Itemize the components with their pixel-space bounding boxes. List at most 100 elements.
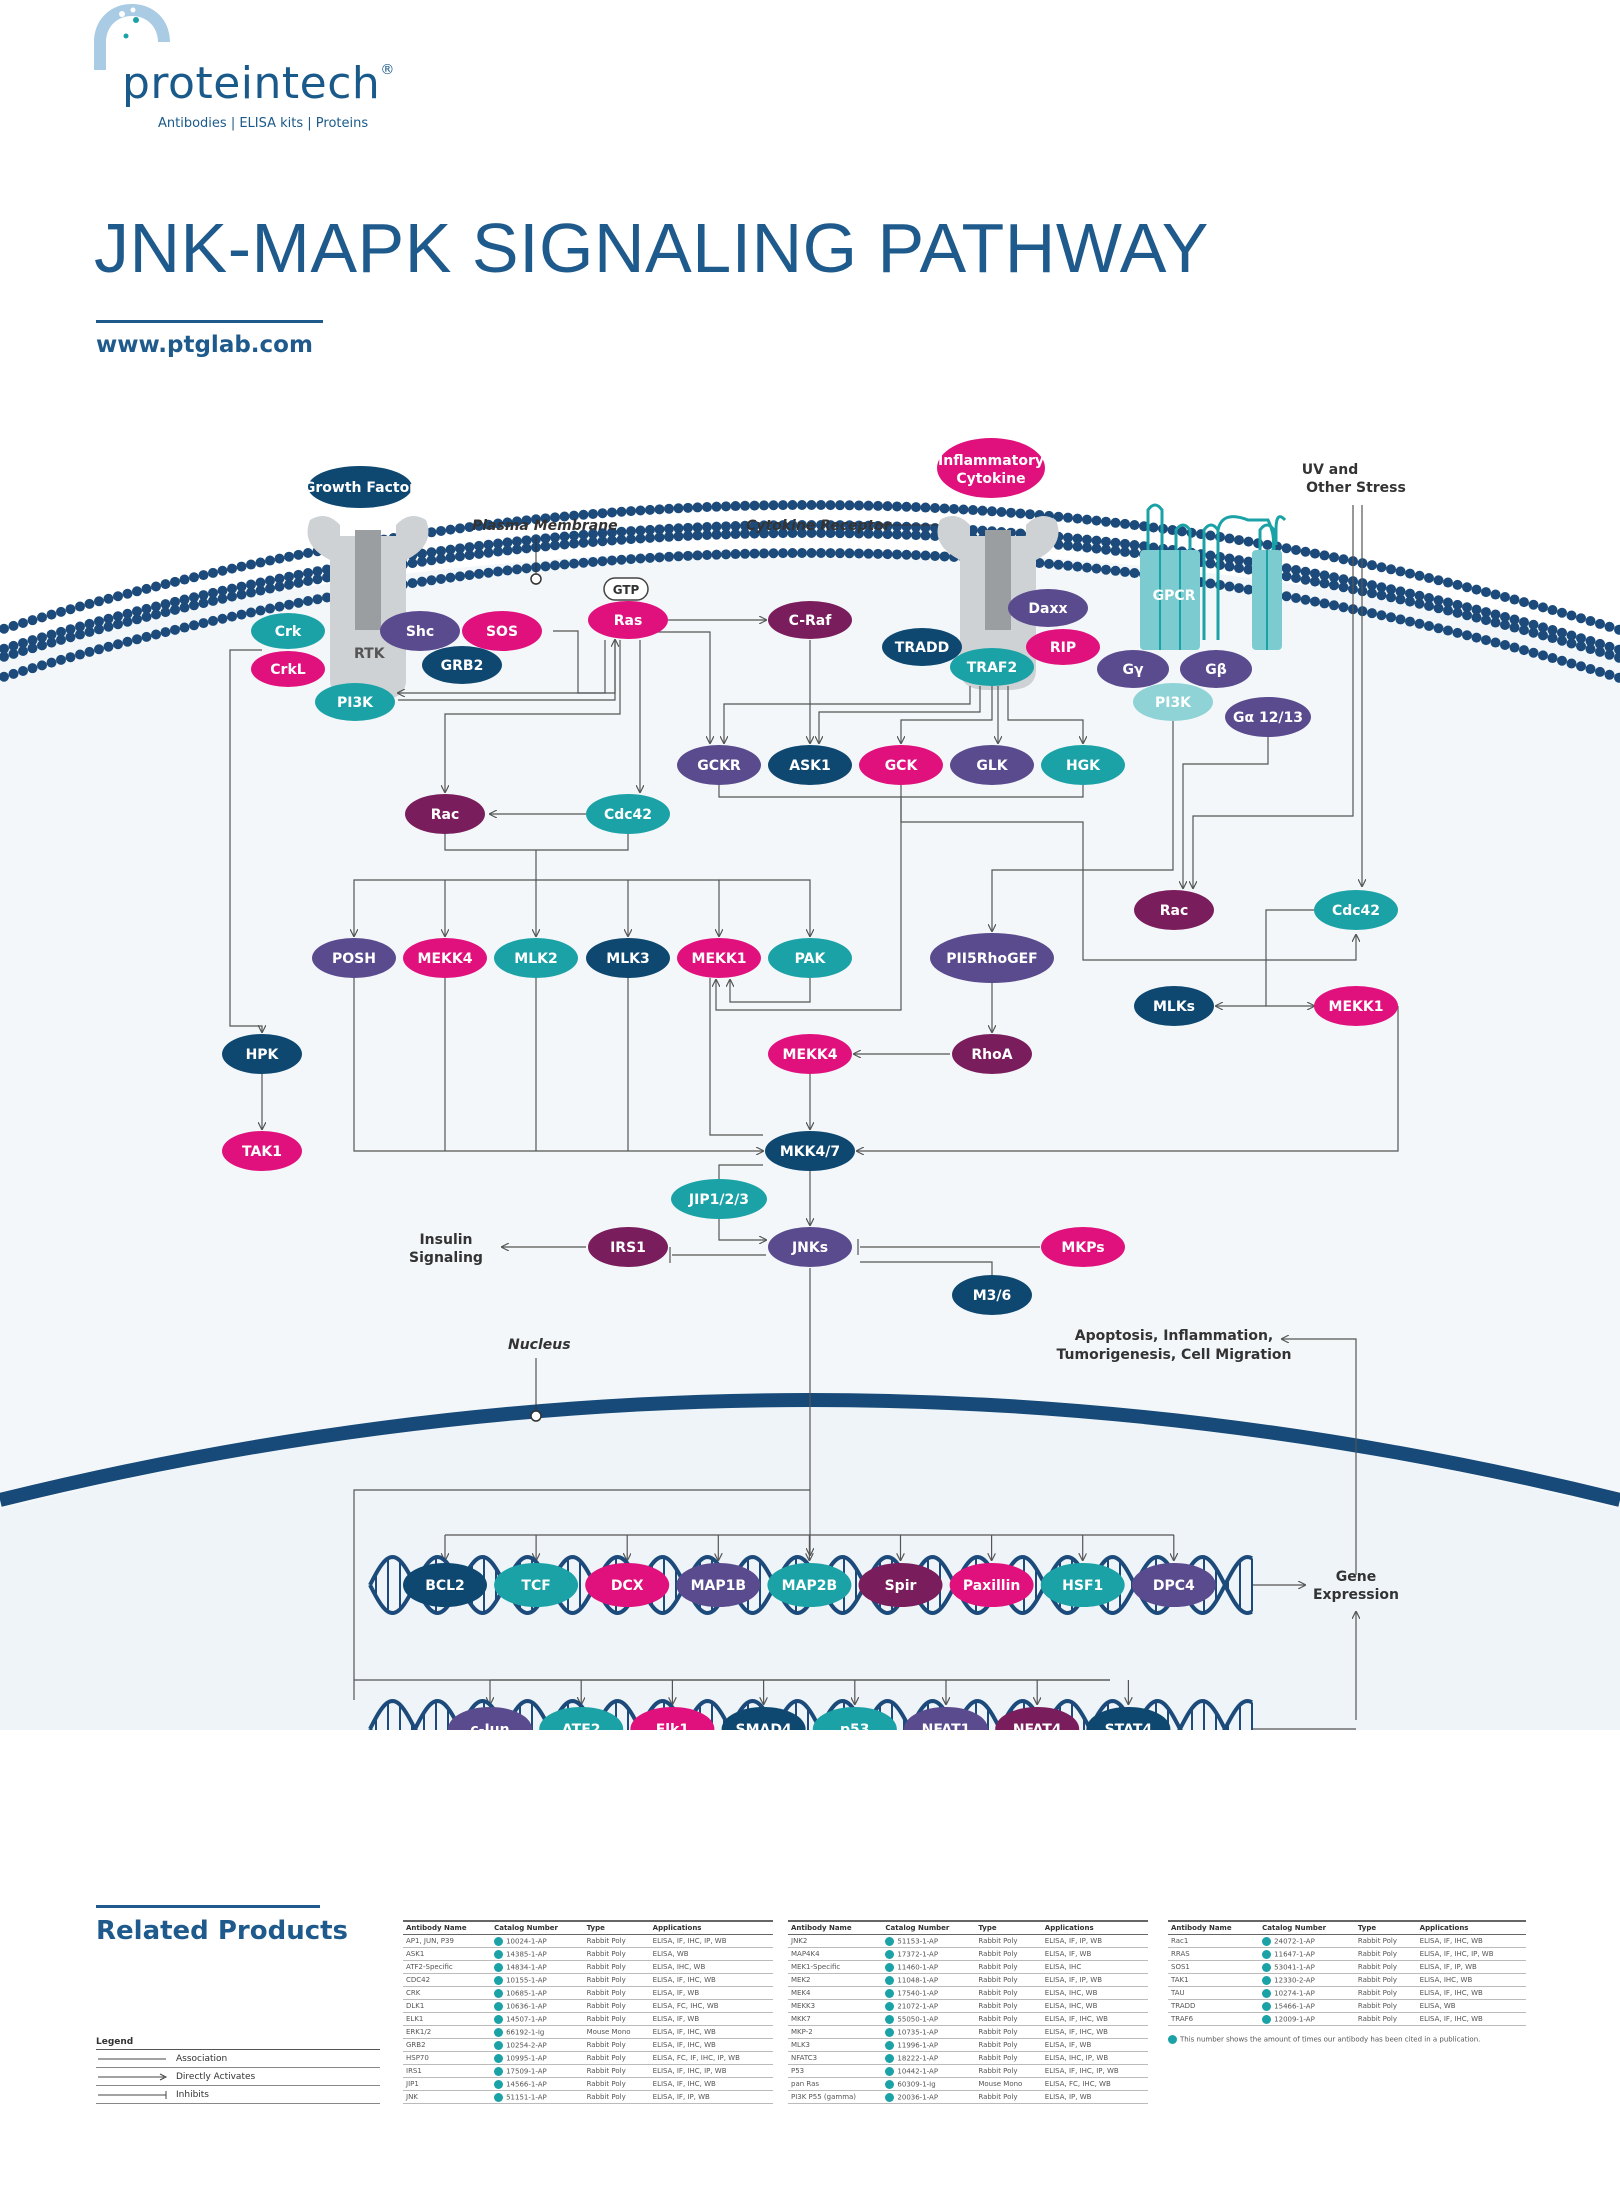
node-label: C-Raf bbox=[789, 613, 833, 629]
svg-text:NFAT1: NFAT1 bbox=[922, 1722, 971, 1730]
node-label: Rac bbox=[431, 807, 460, 823]
uv-stress-label-2: Other Stress bbox=[1306, 480, 1406, 496]
gene-target-dpc4: DPC4 bbox=[1131, 1563, 1216, 1607]
gene-target-nfat4: NFAT4 bbox=[995, 1707, 1080, 1730]
edge bbox=[901, 686, 993, 743]
node-gckr: GCKR bbox=[677, 745, 761, 785]
table-header: Type bbox=[975, 1920, 1042, 1935]
node-label: POSH bbox=[332, 951, 376, 967]
table-cell: 11048-1-AP bbox=[882, 1973, 976, 1987]
node-craf: C-Raf bbox=[768, 601, 852, 639]
table-cell: 15466-1-AP bbox=[1259, 1999, 1355, 2013]
citation-badge-icon bbox=[1262, 2001, 1272, 2011]
gtp-badge bbox=[603, 577, 649, 601]
edge bbox=[1282, 1339, 1357, 1575]
table-cell: Rabbit Poly bbox=[583, 1934, 650, 1948]
svg-text:STAT4: STAT4 bbox=[1105, 1722, 1153, 1730]
table-cell: SOS1 bbox=[1168, 1960, 1260, 1974]
svg-text:DCX: DCX bbox=[611, 1578, 644, 1594]
table-cell: ELISA, IF, WB bbox=[1041, 2038, 1148, 2052]
gene-target-spir: Spir bbox=[858, 1563, 943, 1607]
table-cell: ELISA, WB bbox=[649, 1947, 773, 1961]
arrow-icon bbox=[98, 2073, 168, 2080]
table-cell: 14566-1-AP bbox=[491, 2077, 584, 2091]
citation-badge-icon bbox=[1262, 2014, 1272, 2024]
node-mekk1-2: MEKK1 bbox=[1314, 986, 1398, 1026]
citation-badge-icon bbox=[1262, 1949, 1272, 1959]
citation-badge-icon bbox=[885, 2092, 895, 2102]
node-label: MLK2 bbox=[514, 951, 557, 967]
node-label: Shc bbox=[406, 624, 434, 640]
table-header: Type bbox=[1354, 1920, 1417, 1935]
svg-text:HSF1: HSF1 bbox=[1062, 1578, 1103, 1594]
citation-footnote: This number shows the amount of times ou… bbox=[1168, 2035, 1480, 2044]
citation-badge-icon bbox=[885, 2079, 895, 2089]
svg-text:ATF2: ATF2 bbox=[562, 1722, 601, 1730]
table-cell: ELISA, IF, IHC, IP, WB bbox=[649, 1934, 773, 1948]
edge bbox=[718, 1219, 766, 1240]
node-label: GRB2 bbox=[441, 658, 484, 674]
legend: Legend Association Directly Activates In… bbox=[96, 2035, 380, 2104]
node-rhoa: RhoA bbox=[952, 1034, 1032, 1074]
table-cell: ELISA, IF, IP, WB bbox=[1416, 1960, 1526, 1974]
table-cell: Rabbit Poly bbox=[1354, 1973, 1417, 1987]
table-cell: Rabbit Poly bbox=[975, 2025, 1042, 2039]
table-cell: Rabbit Poly bbox=[975, 2038, 1042, 2052]
table-cell: ELISA, IF, IP, WB bbox=[1041, 1934, 1148, 1948]
node-tradd: TRADD bbox=[882, 628, 962, 666]
node-p115: PII5RhoGEF bbox=[930, 933, 1054, 983]
citation-badge-icon bbox=[494, 1962, 504, 1972]
table-cell: MEK2 bbox=[788, 1973, 883, 1987]
table-cell: ERK1/2 bbox=[403, 2025, 492, 2039]
table-cell: MKP-2 bbox=[788, 2025, 883, 2039]
node-daxx: Daxx bbox=[1008, 589, 1088, 627]
page-title: JNK-MAPK SIGNALING PATHWAY bbox=[94, 209, 1209, 287]
edge bbox=[398, 640, 616, 701]
table-cell: ATF2-Specific bbox=[403, 1960, 492, 1974]
nucleus-label: Nucleus bbox=[508, 1337, 571, 1353]
edge bbox=[1007, 686, 1083, 743]
table-cell: Rabbit Poly bbox=[975, 1947, 1042, 1961]
table-cell: 11647-1-AP bbox=[1259, 1947, 1355, 1961]
gene-target-elk1: Elk1 bbox=[630, 1707, 715, 1730]
node-sos: SOS bbox=[462, 611, 542, 651]
table-cell: Rabbit Poly bbox=[583, 1960, 650, 1974]
table-header: Catalog Number bbox=[1259, 1920, 1355, 1935]
table-cell: ELISA, FC, IF, IHC, IP, WB bbox=[649, 2051, 773, 2065]
table-cell: 10636-1-AP bbox=[491, 1999, 584, 2013]
table-cell: 17509-1-AP bbox=[491, 2064, 584, 2078]
citation-badge-icon bbox=[494, 2053, 504, 2063]
node-rac-1: Rac bbox=[405, 794, 485, 834]
table-cell: ELISA, IHC, IP, WB bbox=[1041, 2051, 1148, 2065]
node-label: MLK3 bbox=[606, 951, 649, 967]
table-header: Applications bbox=[1416, 1920, 1526, 1935]
node-cdc42-1: Cdc42 bbox=[586, 794, 670, 834]
svg-text:c-Jun: c-Jun bbox=[470, 1722, 509, 1730]
citation-badge-icon bbox=[1262, 1975, 1272, 1985]
website-link[interactable]: www.ptglab.com bbox=[96, 332, 313, 358]
table-cell: 10274-1-AP bbox=[1259, 1986, 1355, 2000]
citation-badge-icon bbox=[494, 2014, 504, 2024]
table-cell: P53 bbox=[788, 2064, 883, 2078]
edge bbox=[229, 649, 262, 1032]
node-posh: POSH bbox=[312, 938, 396, 978]
table-cell: Mouse Mono bbox=[583, 2025, 650, 2039]
node-mekk4-1: MEKK4 bbox=[403, 938, 487, 978]
citation-badge-icon bbox=[885, 2027, 895, 2037]
citation-badge-icon bbox=[494, 1988, 504, 1998]
citation-badge-icon bbox=[885, 1936, 895, 1946]
edge bbox=[445, 640, 621, 792]
svg-text:NFAT4: NFAT4 bbox=[1013, 1722, 1062, 1730]
table-cell: ELISA, IF, IP, WB bbox=[1041, 1973, 1148, 1987]
table-cell: NFATC3 bbox=[788, 2051, 883, 2065]
table-cell: Rac1 bbox=[1168, 1934, 1260, 1948]
